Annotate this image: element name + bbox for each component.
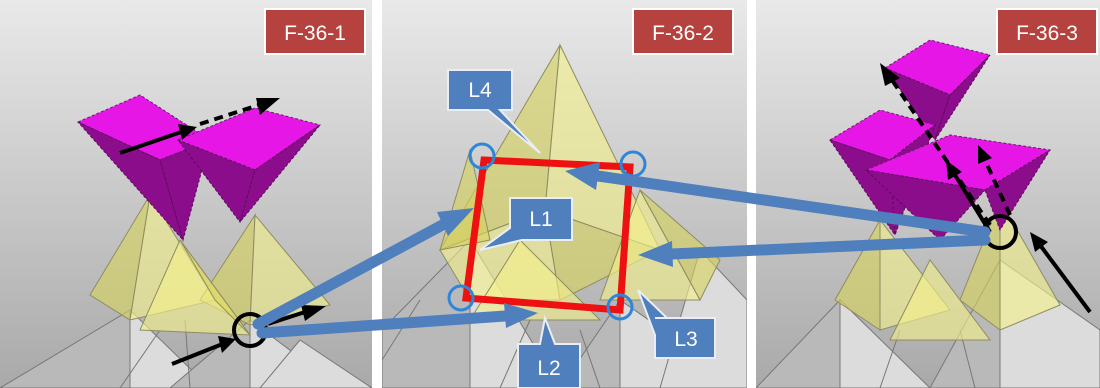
- panel-3: F-36-3: [756, 0, 1100, 388]
- panel-2-tag: F-36-2: [632, 8, 734, 55]
- panel-1-tag-label: F-36-1: [284, 22, 346, 45]
- callout-l3: L3: [637, 289, 716, 359]
- callout-l4-label: L4: [468, 79, 492, 102]
- panel-2-tag-label: F-36-2: [652, 22, 714, 45]
- panel-3-octahedron-top: [883, 39, 991, 142]
- callout-l2: L2: [517, 314, 581, 388]
- callout-l4: L4: [447, 69, 541, 154]
- reference-square: [462, 156, 634, 314]
- panel-1-motion-arrows: [119, 98, 326, 366]
- connector-arrow-to-l4: [592, 170, 991, 238]
- connector-arrow-to-l3: [666, 234, 991, 260]
- callout-l3-label: L3: [674, 328, 697, 351]
- panel-3-tag-label: F-36-3: [1016, 22, 1078, 45]
- callout-l2-label: L2: [537, 357, 560, 380]
- callout-l1: L1: [479, 197, 573, 251]
- connector-arrows: [252, 162, 991, 339]
- connector-arrow-to-l2: [256, 310, 511, 339]
- panel-3-motion-arrows: [880, 63, 1092, 314]
- panel-1-octahedron-right: [176, 107, 322, 224]
- callout-l1-label: L1: [529, 208, 552, 231]
- connector-arrow-to-l1: [252, 216, 454, 330]
- panel-3-tag: F-36-3: [996, 8, 1098, 55]
- panel-1-tag: F-36-1: [264, 8, 366, 55]
